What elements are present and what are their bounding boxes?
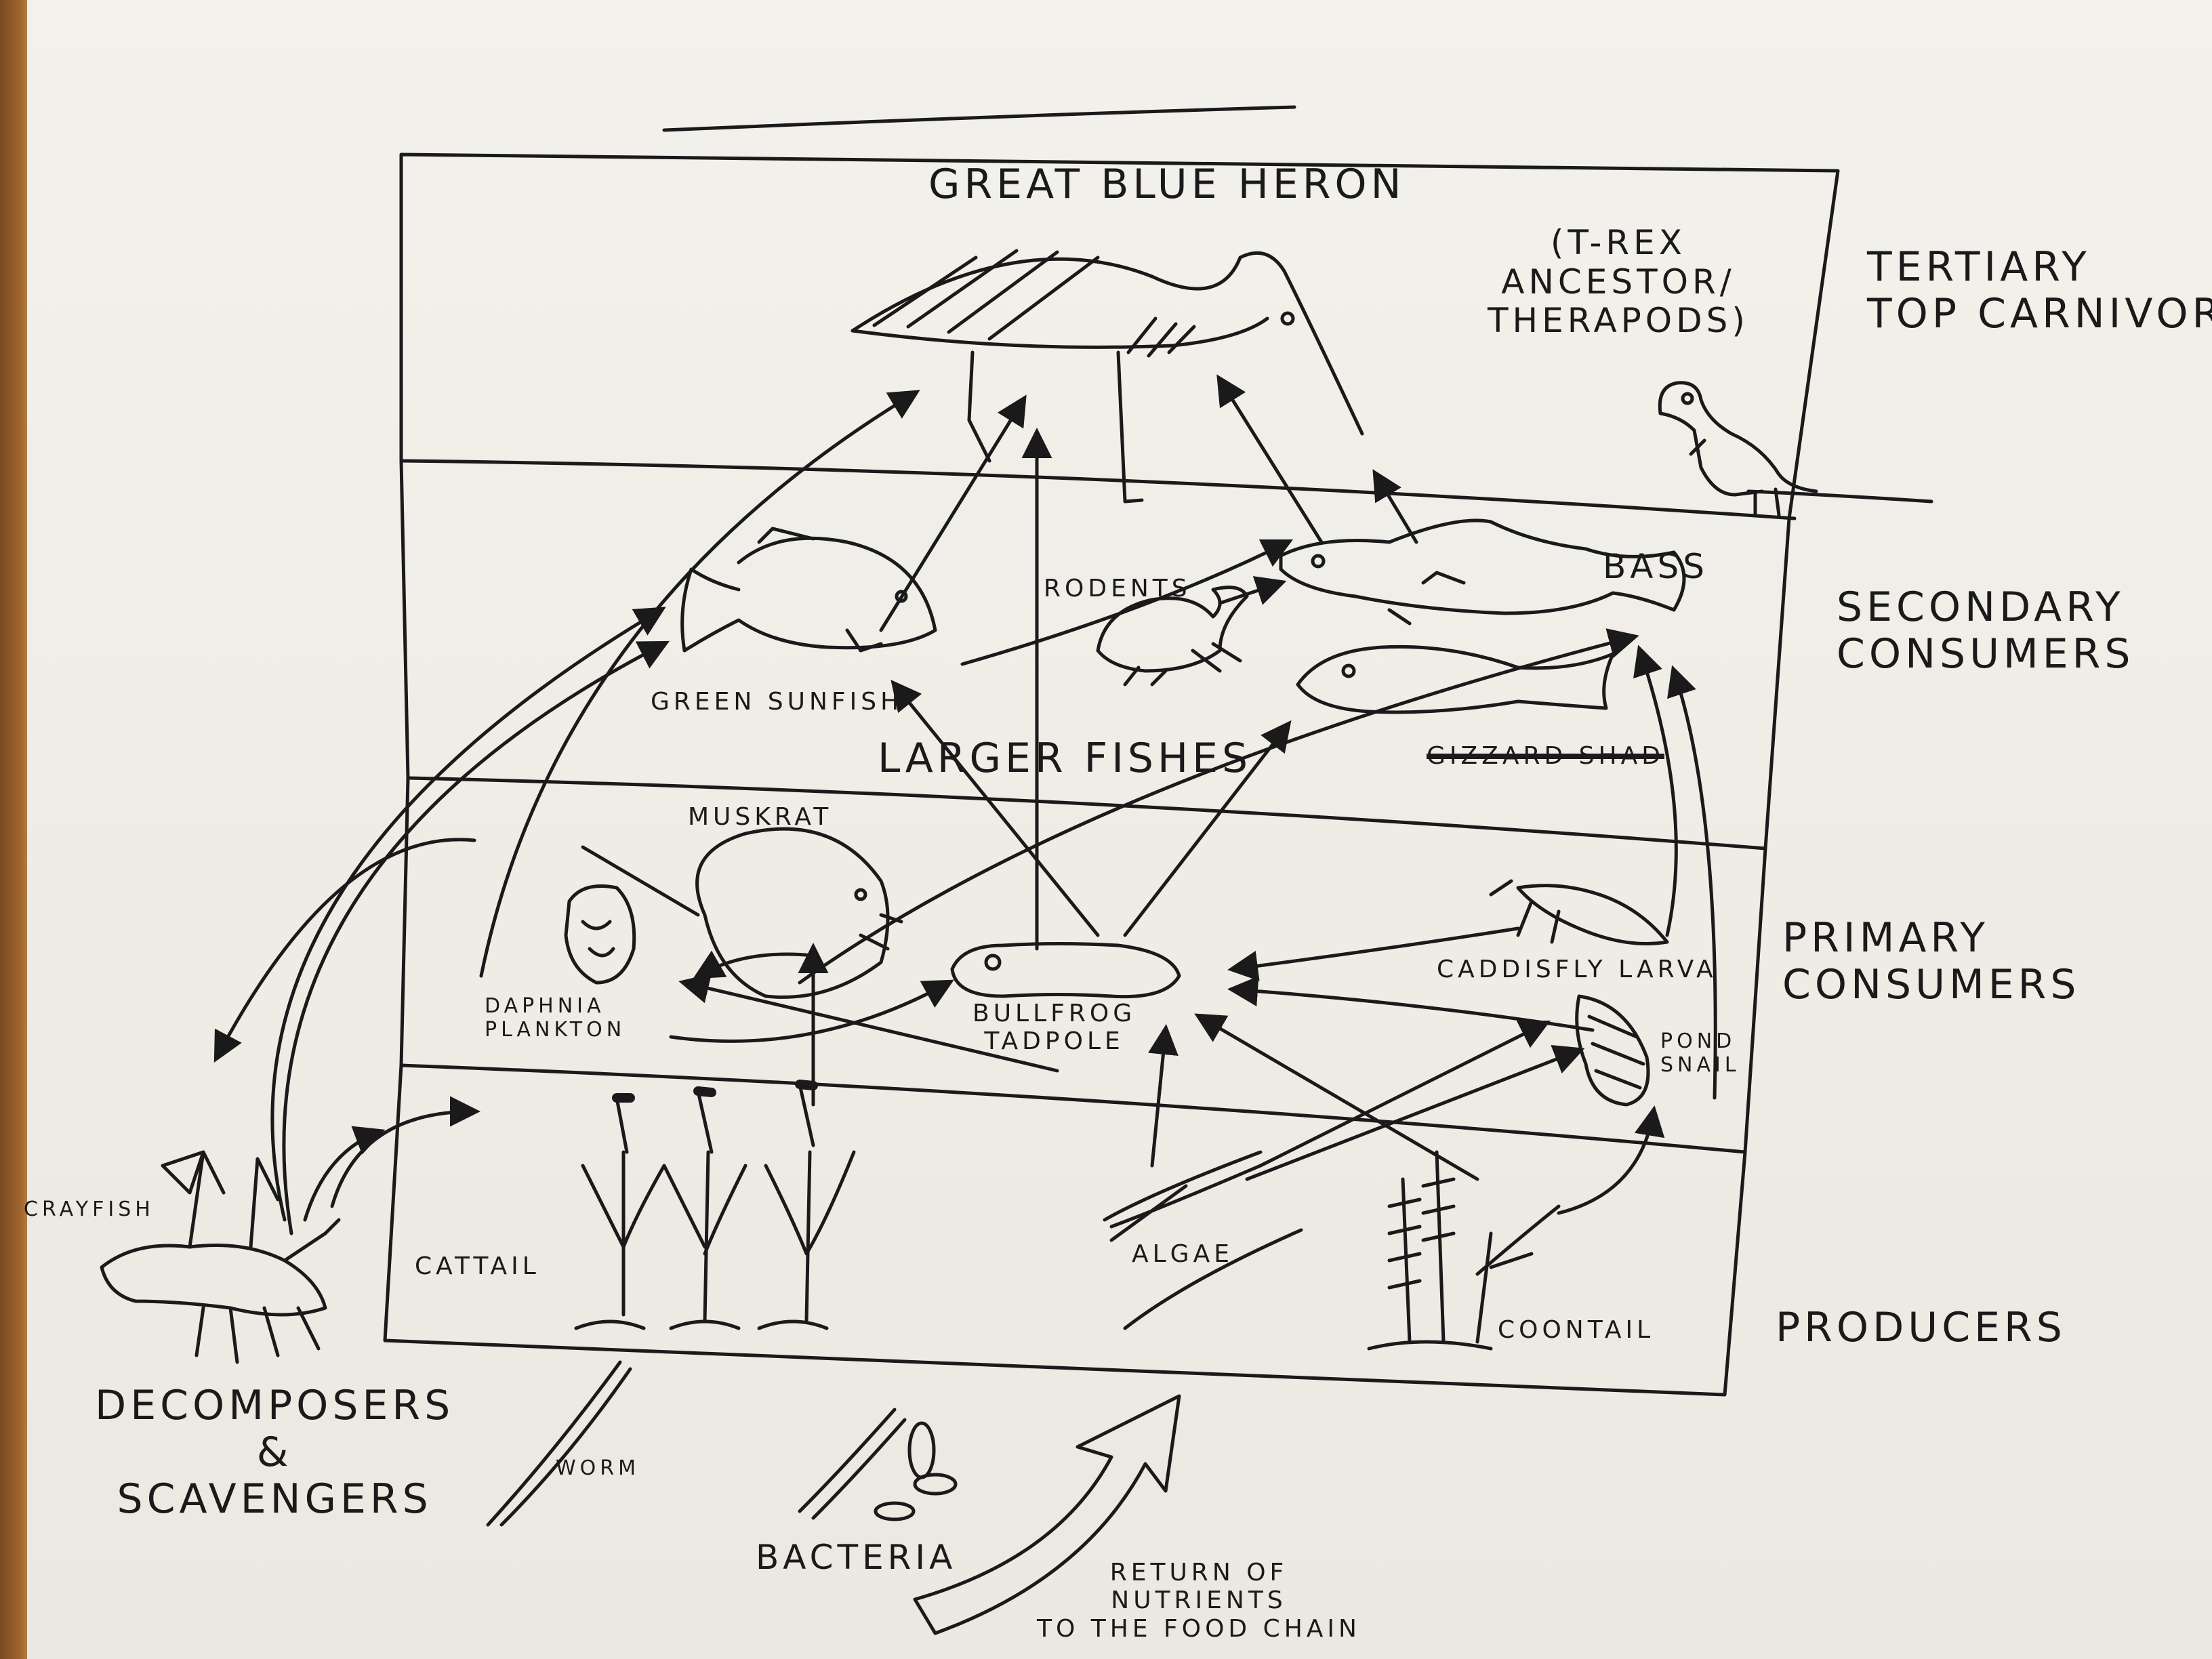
tadpole-drawing <box>950 942 1181 999</box>
snail-drawing <box>1575 994 1650 1107</box>
bacteria-label: Bacteria <box>756 1538 957 1577</box>
green-sunfish-label: Green Sunfish <box>651 688 903 716</box>
producers-level-label: Producers <box>1776 1304 2066 1351</box>
heron-drawing <box>851 249 1364 504</box>
divider-secondary-primary <box>406 776 1767 851</box>
trex-drawing <box>1658 381 1818 517</box>
worm-drawing <box>486 1360 632 1527</box>
larger-fishes-label: Larger Fishes <box>878 735 1252 782</box>
divider-tertiary-secondary <box>399 459 1797 520</box>
nutrient-return-arrow <box>913 1394 1181 1635</box>
snail-label: Pond Snail <box>1660 1029 1740 1077</box>
daphnia-drawing <box>564 884 636 985</box>
cattail-label: Cattail <box>415 1252 540 1280</box>
shad-label: Gizzard Shad <box>1427 742 1664 770</box>
bass-label: Bass <box>1603 547 1708 586</box>
tadpole-label: Bullfrog Tadpole <box>972 1000 1136 1056</box>
crayfish-drawing <box>100 1150 341 1364</box>
rodents-label: Rodents <box>1044 575 1191 602</box>
bass-drawing <box>1279 518 1686 626</box>
crayfish-label: Crayfish <box>24 1197 155 1221</box>
green-sunfish-drawing <box>680 527 937 653</box>
food-web-arrows <box>213 374 1717 1235</box>
heron-label: Great Blue Heron <box>928 161 1406 208</box>
primary-level-label: Primary Consumers <box>1782 914 2081 1008</box>
trex-label: (T-Rex Ancestor/ Therapods) <box>1488 223 1749 340</box>
algae-drawing <box>1103 1150 1303 1330</box>
decomposers-level-label: Decomposers & Scavengers <box>95 1382 455 1523</box>
bacteria-drawing <box>798 1408 958 1521</box>
ecosystem-frame <box>383 152 1840 1397</box>
tertiary-level-label: Tertiary Top Carnivore <box>1867 243 2212 337</box>
trex-ground-line <box>1746 489 1933 504</box>
daphnia-label: Daphnia Plankton <box>485 994 626 1042</box>
cattail-drawing <box>574 1080 856 1330</box>
algae-label: Algae <box>1132 1240 1233 1268</box>
muskrat-label: Muskrat <box>688 803 833 831</box>
secondary-level-label: Secondary Consumers <box>1837 583 2135 678</box>
caddisfly-label: Caddisfly Larva <box>1437 956 1717 983</box>
caddisfly-drawing <box>1489 879 1669 945</box>
coontail-drawing <box>1367 1150 1561 1351</box>
paper-sheet <box>27 0 2212 1659</box>
coontail-label: Coontail <box>1498 1316 1655 1344</box>
worm-label: Worm <box>556 1456 640 1480</box>
shad-drawing <box>1296 644 1615 714</box>
frame-top-stroke <box>662 105 1296 132</box>
divider-primary-producers <box>399 1063 1747 1154</box>
nutrient-return-label: Return of Nutrients to the food chain <box>1037 1559 1361 1643</box>
